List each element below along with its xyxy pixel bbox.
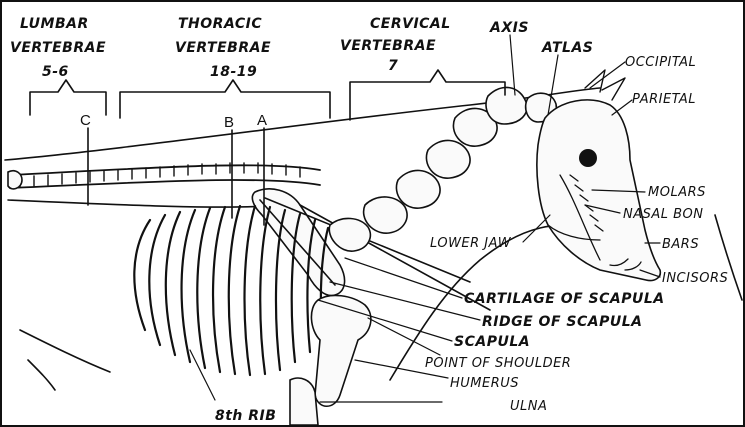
label-bars: BARS (662, 237, 699, 252)
marker-c: C (80, 112, 91, 129)
lumbar-title: LUMBAR (20, 16, 89, 32)
lumbar-count: 5-6 (42, 64, 69, 80)
lumbar-header: LUMBAR VERTEBRAE 5-6 (10, 16, 106, 80)
label-parietal: PARIETAL (632, 92, 696, 107)
thoracic-title: THORACIC (178, 16, 262, 32)
label-lower-jaw: LOWER JAW (430, 236, 512, 251)
label-axis: AXIS (489, 20, 529, 36)
label-ridge-of-scapula: RIDGE OF SCAPULA (482, 314, 642, 330)
eye-socket (579, 149, 597, 167)
thoracic-count: 18-19 (210, 64, 257, 80)
label-8th-rib: 8th RIB (215, 408, 276, 424)
cervical-subtitle: VERTEBRAE (340, 38, 436, 54)
label-ulna: ULNA (510, 399, 547, 414)
marker-b: B (224, 114, 235, 131)
label-incisors: INCISORS (662, 271, 728, 286)
cervical-count: 7 (388, 58, 398, 74)
thoracic-subtitle: VERTEBRAE (175, 40, 271, 56)
cervical-header: CERVICAL VERTEBRAE 7 (340, 16, 451, 74)
cervical-title: CERVICAL (370, 16, 451, 32)
label-cartilage-of-scapula: CARTILAGE OF SCAPULA (464, 291, 665, 307)
thoracic-header: THORACIC VERTEBRAE 18-19 (175, 16, 271, 80)
label-occipital: OCCIPITAL (625, 55, 696, 70)
spinal-column (8, 163, 320, 189)
lumbar-subtitle: VERTEBRAE (10, 40, 106, 56)
cervical-vertebrae (329, 87, 556, 251)
label-molars: MOLARS (648, 185, 706, 200)
label-humerus: HUMERUS (450, 376, 519, 391)
label-atlas: ATLAS (541, 40, 593, 56)
label-nasal-bone: NASAL BON (623, 207, 704, 222)
label-point-of-shoulder: POINT OF SHOULDER (425, 356, 571, 371)
marker-a: A (257, 112, 268, 129)
label-scapula: SCAPULA (454, 334, 530, 350)
